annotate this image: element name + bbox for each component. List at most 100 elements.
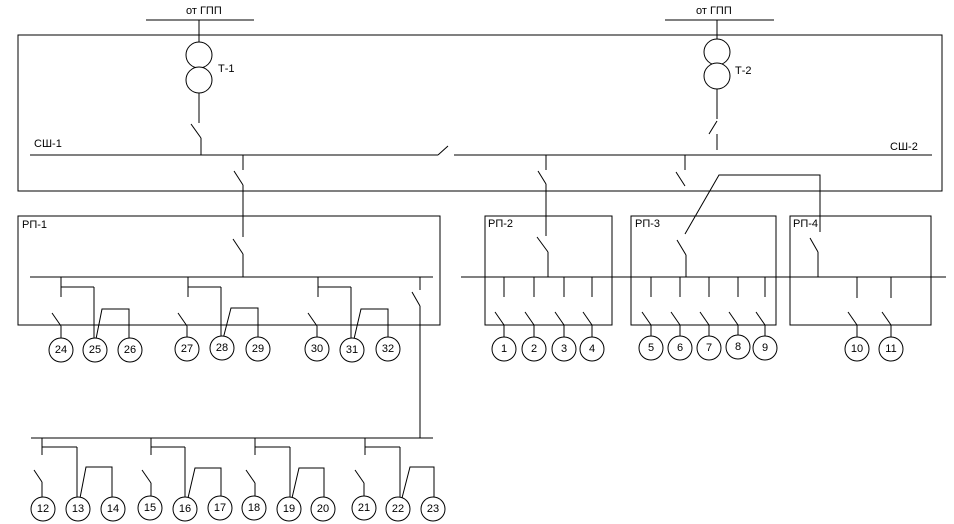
consumer-circle	[375, 336, 401, 362]
consumer-number: 3	[561, 343, 567, 355]
rp3-breaker	[699, 311, 710, 326]
rp2-incoming-breaker	[536, 236, 549, 253]
consumer-circle	[241, 495, 267, 521]
consumer-number: 28	[216, 342, 228, 354]
rp3-breaker	[755, 311, 766, 326]
t2-winding-upper	[703, 38, 731, 66]
consumer-number: 1	[501, 343, 507, 355]
bus1-label: СШ-1	[34, 138, 62, 150]
consumer-number: 16	[179, 503, 191, 515]
lower-wire	[291, 467, 325, 499]
consumer-circle	[491, 336, 517, 362]
rp3-breaker	[728, 311, 739, 326]
consumer-number: 22	[392, 503, 404, 515]
consumer-number: 21	[358, 502, 370, 514]
consumer-number: 29	[252, 343, 264, 355]
consumer-number: 31	[346, 344, 358, 356]
consumer-number: 20	[317, 503, 329, 515]
rp1-wire	[95, 308, 130, 340]
consumer-number: 23	[427, 503, 439, 515]
consumer-circle	[844, 336, 870, 362]
consumer-circle	[30, 496, 56, 522]
rp3-feeder-breaker	[675, 171, 686, 187]
rp4-label: РП-4	[793, 218, 818, 230]
consumer-number: 19	[283, 503, 295, 515]
consumer-circle	[82, 337, 108, 363]
consumer-circle	[100, 496, 126, 522]
consumer-circle	[385, 496, 411, 522]
rp4-breaker	[847, 311, 858, 326]
t1-winding-lower	[185, 66, 213, 94]
rp1-wire	[353, 308, 389, 340]
consumer-number: 27	[181, 343, 193, 355]
consumer-number: 12	[37, 503, 49, 515]
consumer-circle	[667, 335, 693, 361]
bus2-label: СШ-2	[890, 141, 918, 153]
consumer-circle	[172, 496, 198, 522]
rp1-box	[17, 215, 441, 326]
rp1-feeder-breaker	[233, 170, 244, 186]
consumer-circle	[696, 335, 722, 361]
consumer-circle	[638, 335, 664, 361]
consumer-circle	[65, 496, 91, 522]
rp4-feeder-wire	[684, 174, 821, 235]
consumer-number: 13	[72, 503, 84, 515]
consumer-number: 32	[382, 343, 394, 355]
lower-breaker	[141, 469, 152, 484]
lower-wire	[401, 466, 435, 499]
consumer-circle	[521, 336, 547, 362]
lower-breaker	[245, 469, 256, 484]
bus-tie-breaker	[437, 145, 449, 156]
consumer-number: 17	[214, 502, 226, 514]
consumer-number: 26	[124, 344, 136, 356]
rp4-incoming-breaker	[809, 237, 819, 253]
consumer-circle	[304, 336, 330, 362]
t1-label: Т-1	[218, 63, 235, 75]
t2-label: Т-2	[735, 65, 752, 77]
consumer-number: 18	[248, 502, 260, 514]
rp2-label: РП-2	[488, 218, 513, 230]
consumer-number: 5	[648, 342, 654, 354]
rp1-out-breaker	[411, 291, 421, 307]
consumer-number: 15	[144, 502, 156, 514]
t2-winding-lower	[703, 62, 731, 90]
rp2-breaker	[524, 311, 535, 326]
consumer-circle	[752, 335, 778, 361]
consumer-circle	[725, 334, 751, 360]
rp3-label: РП-3	[635, 218, 660, 230]
consumer-circle	[878, 336, 904, 362]
source-label-left: от ГПП	[186, 5, 222, 17]
consumer-number: 7	[706, 342, 712, 354]
rp3-breaker	[670, 311, 681, 326]
rp2-feeder-breaker	[537, 170, 547, 185]
t1-winding-upper	[185, 41, 213, 69]
consumer-number: 14	[107, 503, 119, 515]
rp3-box	[630, 215, 777, 326]
consumer-number: 8	[735, 341, 741, 353]
lower-breaker	[33, 469, 43, 483]
consumer-circle	[551, 336, 577, 362]
consumer-number: 6	[677, 342, 683, 354]
rp1-breaker	[177, 312, 188, 327]
consumer-circle	[310, 496, 336, 522]
consumer-circle	[276, 496, 302, 522]
rp4-box	[789, 215, 932, 326]
rp2-box	[484, 215, 613, 326]
rp1-label: РП-1	[22, 219, 47, 231]
rp3-breaker	[641, 311, 652, 326]
consumer-circle	[48, 337, 74, 363]
rp4-breaker	[881, 311, 892, 326]
consumer-circle	[351, 495, 377, 521]
t1-breaker-blade	[190, 123, 202, 139]
consumer-circle	[579, 336, 605, 362]
consumer-number: 4	[589, 343, 595, 355]
source-label-right: от ГПП	[696, 5, 732, 17]
consumer-number: 25	[89, 344, 101, 356]
consumer-number: 30	[311, 343, 323, 355]
t2-breaker-blade	[708, 120, 718, 135]
consumer-number: 11	[885, 343, 896, 355]
consumer-circle	[339, 337, 365, 363]
consumer-circle	[174, 336, 200, 362]
lower-wire	[187, 467, 222, 499]
